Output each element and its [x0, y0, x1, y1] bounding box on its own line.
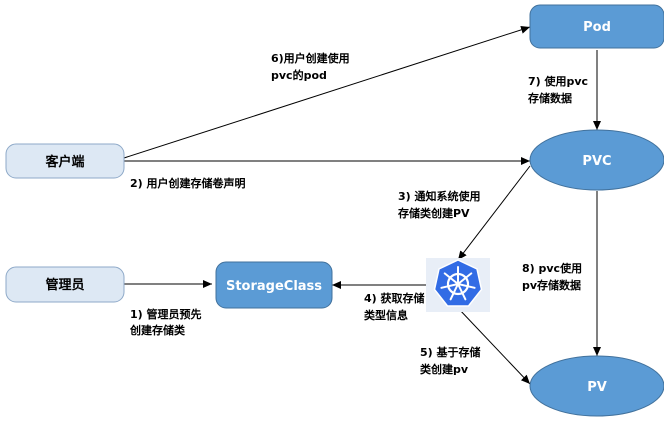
pv-label: PV: [587, 380, 607, 395]
edge-pvc-to-k8s: [457, 165, 531, 261]
pv-node: PV: [529, 355, 664, 417]
client-label: 客户端: [45, 154, 84, 170]
edge-label-1: 1) 管理员预先 创建存储类: [129, 307, 205, 337]
storageclass-node: StorageClass: [215, 261, 333, 309]
kubernetes-icon: [426, 258, 490, 312]
edge-label-5: 5) 基于存储 类创建pv: [420, 345, 484, 376]
pvc-node: PVC: [529, 129, 664, 191]
pod-node: Pod: [529, 4, 664, 49]
edge-label-2: 2) 用户创建存储卷声明: [130, 176, 246, 190]
edge-client-to-pod: [123, 25, 531, 159]
edge-label-4: 4) 获取存储 类型信息: [364, 291, 428, 322]
edge-label-7: 7) 使用pvc 存储数据: [528, 74, 592, 105]
admin-label: 管理员: [45, 277, 84, 293]
edge-label-6: 6)用户创建使用 pvc的pod: [271, 51, 354, 82]
edge-label-3: 3) 通知系统使用 存储类创建PV: [398, 189, 484, 220]
edge-label-8: 8) pvc使用 pv存储数据: [522, 261, 586, 292]
pod-label: Pod: [583, 20, 611, 35]
pvc-label: PVC: [582, 154, 611, 169]
admin-node: 管理员: [5, 266, 125, 303]
client-node: 客户端: [5, 143, 125, 179]
edge-k8s-to-pv: [457, 307, 531, 385]
storageclass-label: StorageClass: [226, 279, 322, 294]
